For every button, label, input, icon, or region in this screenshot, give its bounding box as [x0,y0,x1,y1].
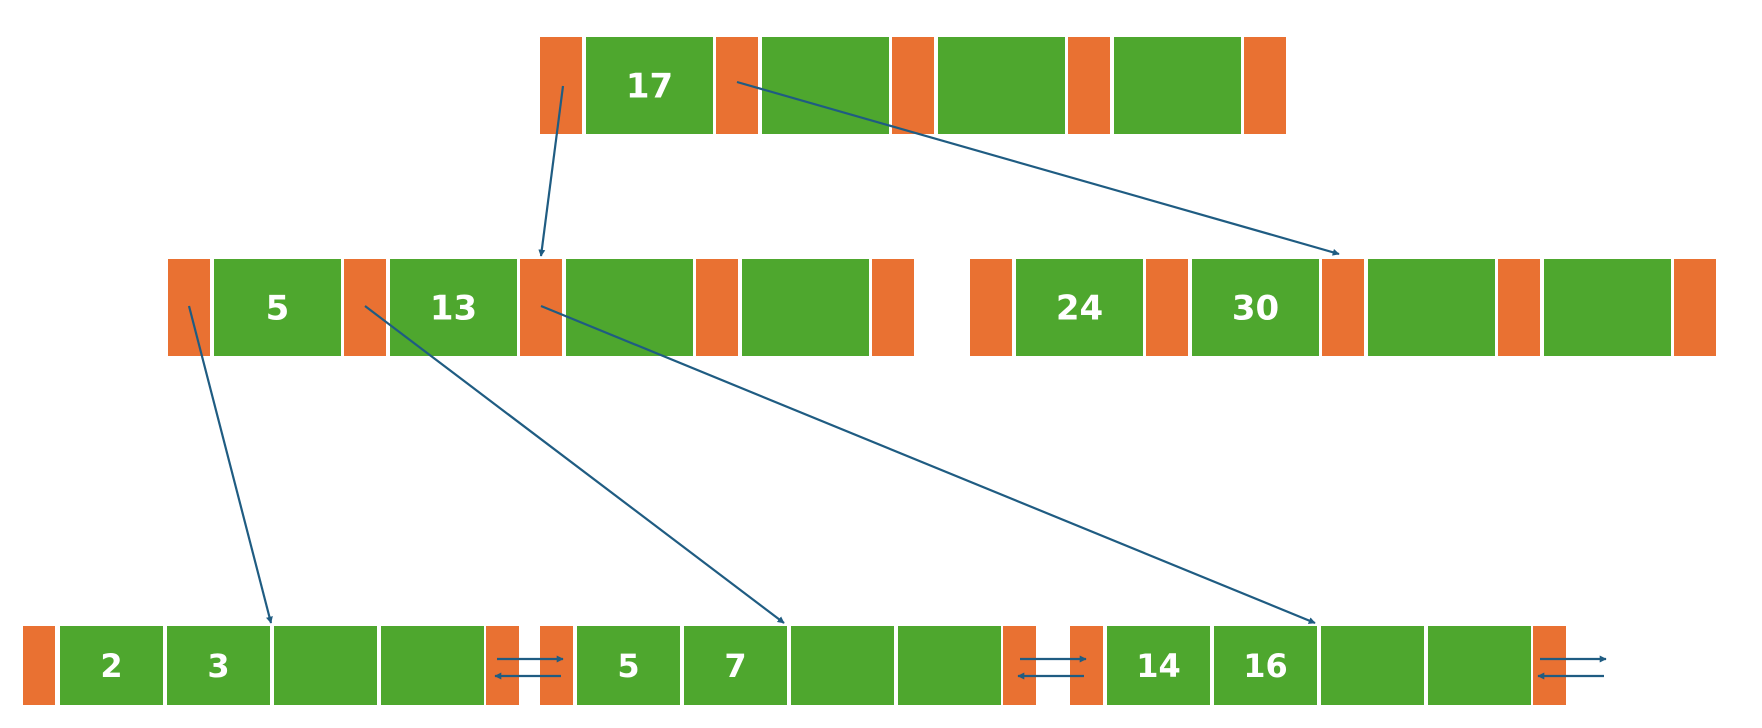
arrow-inner-to-leaf-1 [187,305,273,624]
key-slot [274,626,377,705]
pointer-slot [892,37,934,134]
pointer-slot [1146,259,1188,356]
key-slot [566,259,693,356]
key-slot [1192,259,1319,356]
pointer-slot [1498,259,1540,356]
pointer-slot [1322,259,1364,356]
key-slot [60,626,163,705]
pointer-slot [970,259,1012,356]
key-slot [1107,626,1210,705]
key-slot [1214,626,1317,705]
key-slot [684,626,787,705]
pointer-slot [1674,259,1716,356]
key-slot [938,37,1065,134]
node-leaf-3: 14 16 [1070,626,1566,705]
key-slot [1016,259,1143,356]
key-slot [381,626,484,705]
key-label: 16 [1243,647,1288,685]
key-label: 30 [1232,289,1279,329]
pointer-slot [1068,37,1110,134]
pointer-slot [344,259,386,356]
pointer-slot [540,37,582,134]
key-label: 17 [626,67,673,107]
pointer-slot [1244,37,1286,134]
key-slot [586,37,713,134]
arrow-inner-to-leaf-3 [540,304,1316,625]
key-label: 13 [430,289,477,329]
pointer-slot [696,259,738,356]
key-slot [1114,37,1241,134]
pointer-slot [872,259,914,356]
pointer-slot [1533,626,1566,705]
pointer-slot [520,259,562,356]
pointer-slot [1003,626,1036,705]
node-inner-right: 24 30 [970,259,1716,356]
key-slot [167,626,270,705]
pointer-slot [540,626,573,705]
key-slot [898,626,1001,705]
node-inner-left: 5 13 [168,259,914,356]
pointer-slot [1070,626,1103,705]
key-slot [791,626,894,705]
key-label: 7 [724,647,746,685]
key-label: 24 [1056,289,1103,329]
key-label: 2 [100,647,122,685]
key-slot [1544,259,1671,356]
key-slot [214,259,341,356]
key-label: 5 [617,647,639,685]
key-label: 3 [207,647,229,685]
node-root: 17 [540,37,1286,134]
arrow-inner-to-leaf-2 [364,305,785,624]
key-slot [1368,259,1495,356]
pointer-slot [486,626,519,705]
key-slot [762,37,889,134]
arrow-root-to-inner-left [538,85,565,257]
pointer-slot [23,626,55,705]
key-slot [1321,626,1424,705]
key-label: 14 [1136,647,1181,685]
key-slot [577,626,680,705]
key-slot [742,259,869,356]
key-label: 5 [266,289,290,329]
key-slot [1428,626,1531,705]
arrow-root-to-inner-right [736,80,1340,256]
